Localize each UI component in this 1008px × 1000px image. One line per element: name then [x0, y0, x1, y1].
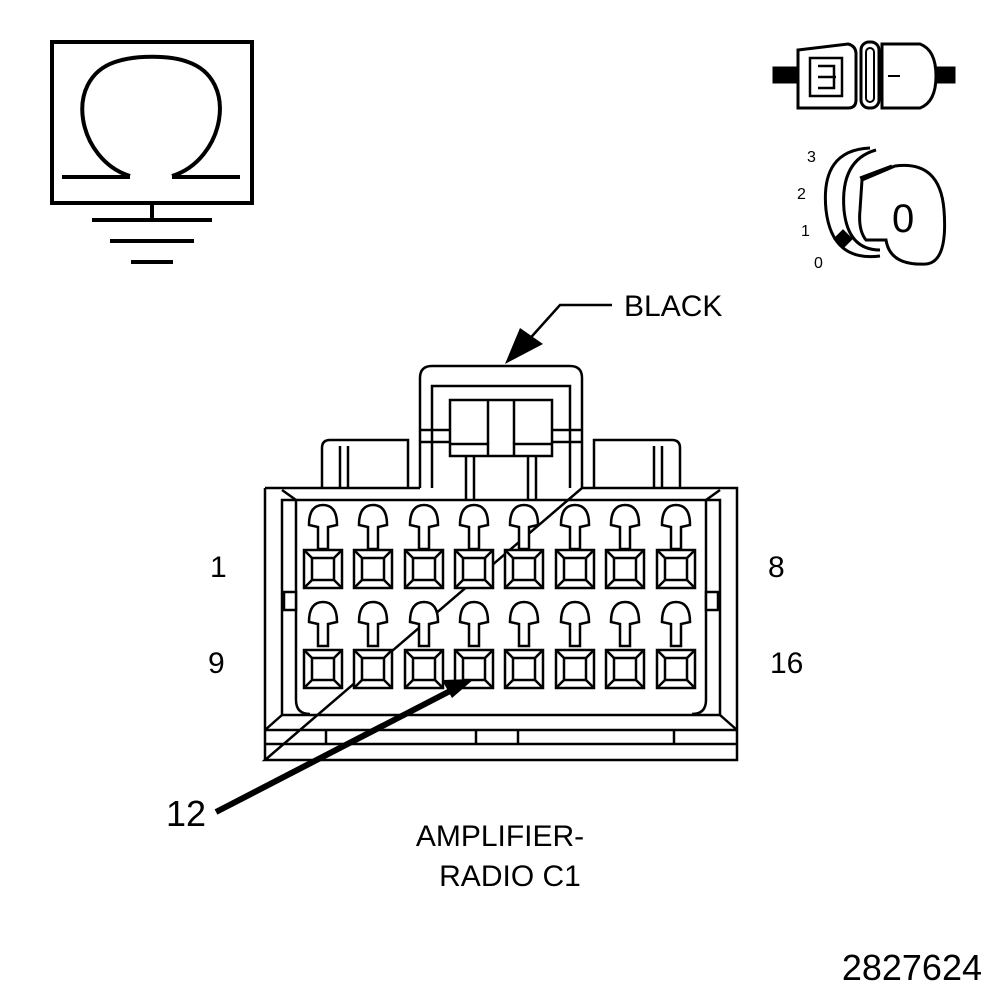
terminal-cavity-2 — [352, 503, 394, 590]
pin-label-16: 16 — [770, 647, 803, 680]
terminal-cavity-10 — [352, 600, 394, 690]
terminal-cavity-3 — [403, 503, 445, 590]
ohmmeter-ground-icon — [50, 40, 254, 264]
black-color-callout: BLACK — [505, 290, 722, 364]
ignition-dial — [823, 146, 881, 259]
left-side-tab — [320, 438, 410, 488]
color-label: BLACK — [624, 290, 722, 323]
pin-callout-arrowhead — [442, 679, 474, 698]
terminal-cavity-16 — [655, 600, 697, 690]
pin-12-callout: 12 — [166, 679, 474, 834]
callout-arrowhead — [505, 328, 543, 364]
terminal-cavity-7 — [604, 503, 646, 590]
terminal-cavity-1 — [302, 503, 344, 590]
caption-line-2: RADIO C1 — [439, 860, 581, 893]
pin-label-1: 1 — [210, 551, 227, 584]
terminal-cavity-15 — [604, 600, 646, 690]
pin-label-12: 12 — [166, 793, 206, 834]
ignition-pos-3: 3 — [807, 149, 816, 166]
terminal-cavity-12 — [453, 600, 495, 690]
pin-label-8: 8 — [768, 551, 785, 584]
ignition-key-off-icon: 3 2 1 0 0 — [797, 146, 947, 272]
terminal-cavity-6 — [554, 503, 596, 590]
ignition-pos-0: 0 — [814, 255, 823, 272]
pin-callout-arrow — [214, 687, 454, 815]
ignition-pos-2: 2 — [797, 186, 806, 203]
disconnected-connector-icon — [772, 40, 956, 110]
terminal-cavity-13 — [503, 600, 545, 690]
terminal-cavity-14 — [554, 600, 596, 690]
terminal-cavities — [302, 503, 697, 690]
figure-number: 2827624 — [842, 947, 982, 988]
ignition-key-head — [858, 163, 947, 266]
terminal-cavity-11 — [403, 600, 445, 690]
terminal-cavity-8 — [655, 503, 697, 590]
terminal-cavity-4 — [453, 503, 495, 590]
right-side-tab — [592, 438, 682, 488]
ignition-pos-1: 1 — [801, 223, 810, 240]
pin-label-9: 9 — [208, 647, 225, 680]
caption-line-1: AMPLIFIER- — [416, 820, 584, 853]
terminal-cavity-5 — [503, 503, 545, 590]
connector-body — [261, 364, 739, 762]
omega-symbol — [80, 54, 222, 178]
terminal-cavity-9 — [302, 600, 344, 690]
ignition-key-label: 0 — [892, 197, 914, 241]
